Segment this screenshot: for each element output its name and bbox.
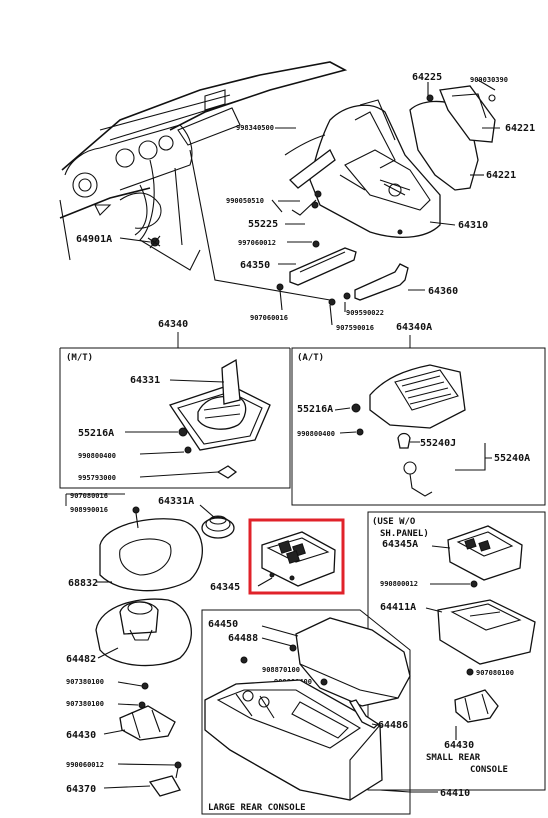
panel-64345a xyxy=(447,525,523,581)
label-908870100: 908870100 xyxy=(262,666,300,674)
label-68832: 68832 xyxy=(68,578,98,589)
label-55216a-at: 55216A xyxy=(297,404,333,415)
highlight-box xyxy=(248,518,345,595)
label-mt: (M/T) xyxy=(66,353,93,363)
label-55216a-mt: 55216A xyxy=(78,428,114,439)
label-large-rear-console: LARGE REAR CONSOLE xyxy=(208,803,306,813)
label-64310: 64310 xyxy=(458,220,488,231)
label-64340a: 64340A xyxy=(396,322,432,333)
label-64370: 64370 xyxy=(66,784,96,795)
bracket-64430-right xyxy=(454,668,499,723)
label-909590022: 909590022 xyxy=(346,309,384,317)
label-55240j: 55240J xyxy=(420,438,456,449)
label-907380100-b: 907380100 xyxy=(66,700,104,708)
large-console-64410 xyxy=(204,679,383,801)
label-55240a: 55240A xyxy=(494,453,530,464)
label-907590016: 907590016 xyxy=(336,324,374,332)
label-small-rear: SMALL REAR xyxy=(426,753,481,763)
label-64360: 64360 xyxy=(428,286,458,297)
bracket-64430-left xyxy=(119,682,182,797)
label-998340500: 998340500 xyxy=(236,124,274,132)
label-990050510: 990050510 xyxy=(226,197,264,205)
label-64430-right: 64430 xyxy=(444,740,474,751)
label-64411a: 64411A xyxy=(380,602,416,613)
label-64901a: 64901A xyxy=(76,234,112,245)
label-64221: 64221 xyxy=(486,170,516,181)
label-64410: 64410 xyxy=(440,788,470,799)
leader-lines-top xyxy=(119,79,500,326)
switch-panel-64345 xyxy=(261,531,336,587)
plate-64482 xyxy=(95,598,192,667)
label-64345a: 64345A xyxy=(382,539,418,550)
at-indicator-illustration xyxy=(351,364,466,497)
label-64331a: 64331A xyxy=(158,496,194,507)
front-console-illustration xyxy=(271,85,496,306)
label-995793000: 995793000 xyxy=(78,474,116,482)
label-907080016: 907080016 xyxy=(70,492,108,500)
label-64345: 64345 xyxy=(210,582,240,593)
label-64221-top: 64221 xyxy=(505,123,535,134)
label-64482: 64482 xyxy=(66,654,96,665)
label-997060012: 997060012 xyxy=(238,239,276,247)
label-907380100-a: 907380100 xyxy=(66,678,104,686)
label-64350: 64350 xyxy=(240,260,270,271)
label-909030390: 909030390 xyxy=(470,76,508,84)
clip-64486 xyxy=(349,699,380,729)
label-64331: 64331 xyxy=(130,375,160,386)
shift-boot-illustration xyxy=(168,358,271,479)
label-55225: 55225 xyxy=(248,219,278,230)
label-64340: 64340 xyxy=(158,319,188,330)
plate-68832 xyxy=(99,506,203,592)
boot-ring-64331a xyxy=(199,504,235,539)
label-908990016: 908990016 xyxy=(70,506,108,514)
large-console-box xyxy=(201,609,411,815)
label-64225: 64225 xyxy=(412,72,442,83)
small-console-64411a xyxy=(437,599,536,665)
label-64486: 64486 xyxy=(378,720,408,731)
label-907060016: 907060016 xyxy=(250,314,288,322)
label-64450: 64450 xyxy=(208,619,238,630)
mt-bracket xyxy=(60,332,290,349)
label-907080100: 907080100 xyxy=(476,669,514,677)
label-at: (A/T) xyxy=(297,353,324,363)
at-box xyxy=(291,347,546,506)
label-990800400-at: 990800400 xyxy=(297,430,335,438)
label-990800400-mt: 990800400 xyxy=(78,452,116,460)
label-990060012: 990060012 xyxy=(66,761,104,769)
label-64488: 64488 xyxy=(228,633,258,644)
label-64430-left: 64430 xyxy=(66,730,96,741)
label-use-wo: (USE W/O xyxy=(372,517,416,527)
label-sh-panel: SH.PANEL) xyxy=(380,529,429,539)
mt-box xyxy=(59,348,291,489)
dashboard-illustration xyxy=(59,61,348,301)
label-small-console: CONSOLE xyxy=(470,765,508,775)
label-990800012: 990800012 xyxy=(380,580,418,588)
